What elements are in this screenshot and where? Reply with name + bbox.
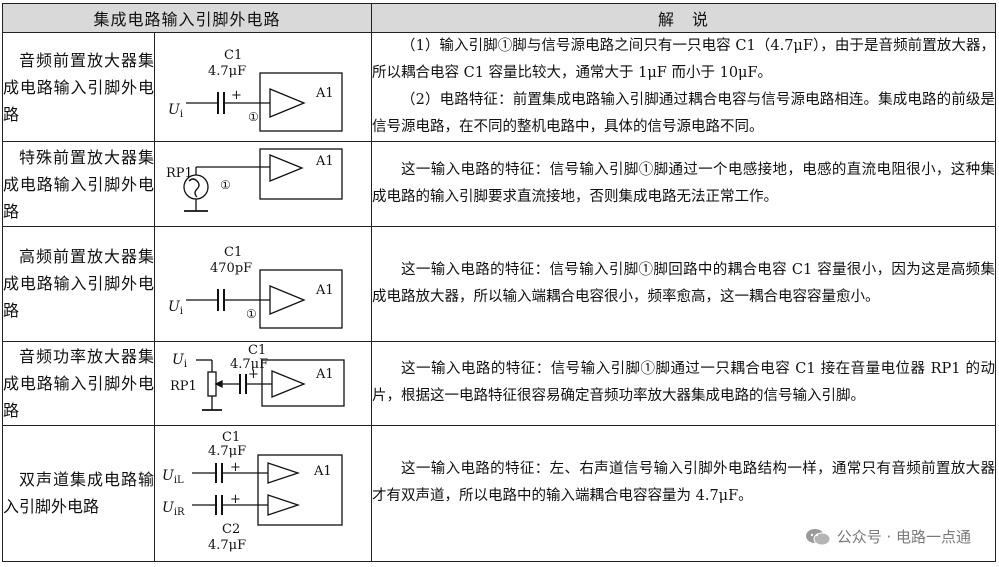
cap-label: C1 — [248, 343, 266, 358]
pin-label: ① — [248, 110, 259, 124]
table-row: 双声道集成电路输入引脚外电路 C1 4.7μF UiL + UiR + C2 4… — [2, 424, 997, 563]
cap1-value: 4.7μF — [208, 444, 246, 459]
explanation-text: （1）输入引脚①脚与信号源电路之间只有一只电容 C1（4.7μF），由于是音频前… — [372, 38, 996, 82]
cap-value: 4.7μF — [230, 357, 268, 372]
pin-label: ① — [220, 178, 231, 192]
header-row: 集成电路输入引脚外电路 解 说 — [1, 2, 997, 34]
watermark-text: 公众号 · 电路一点通 — [836, 528, 971, 546]
header-circuit: 集成电路输入引脚外电路 — [1, 2, 373, 34]
plus-sign: + — [230, 460, 241, 475]
circuit-name-text: 音频前置放大器集成电路输入引脚外电路 — [3, 50, 154, 124]
circuit-name: 音频前置放大器集成电路输入引脚外电路 — [2, 32, 155, 143]
circuit-name: 特殊前置放大器集成电路输入引脚外电路 — [2, 141, 155, 228]
explanation-cell: 这一输入电路的特征：信号输入引脚①脚通过一只耦合电容 C1 接在音量电位器 RP… — [371, 340, 997, 426]
explanation-cell: 这一输入电路的特征：信号输入引脚①脚回路中的耦合电容 C1 容量很小，因为这是高… — [371, 226, 997, 342]
cap-value: 470pF — [210, 261, 252, 276]
amp-label: A1 — [315, 86, 334, 101]
table-row: 音频功率放大器集成电路输入引脚外电路 Ui RP1 + C1 4.7μF — [2, 340, 997, 426]
circuit-name: 音频功率放大器集成电路输入引脚外电路 — [2, 340, 155, 426]
explanation-text: （2）电路特征：前置集成电路输入引脚通过耦合电容与信号源电路相连。集成电路的前级… — [372, 92, 996, 136]
input-label: Ui — [172, 352, 187, 370]
explanation-text: 这一输入电路的特征：信号输入引脚①脚回路中的耦合电容 C1 容量很小，因为这是高… — [372, 261, 996, 305]
plus-sign: + — [231, 88, 242, 103]
input-label: Ui — [168, 102, 183, 120]
cap2-label: C2 — [222, 522, 240, 537]
pin-label: ① — [246, 307, 257, 321]
watermark: 公众号 · 电路一点通 — [805, 526, 971, 547]
explanation-text: 这一输入电路的特征：信号输入引脚①脚通过一只耦合电容 C1 接在音量电位器 RP… — [372, 361, 996, 405]
amp-label: A1 — [315, 367, 334, 382]
circuit-diagram: Ui RP1 + C1 4.7μF A1 — [153, 340, 373, 426]
plus-sign: + — [230, 492, 241, 507]
cap1-label: C1 — [222, 430, 240, 445]
explanation-text: 这一输入电路的特征：信号输入引脚①脚通过一个电感接地，电感的直流电阻很小，这种集… — [372, 162, 996, 206]
cap2-value: 4.7μF — [208, 538, 246, 553]
cap-value: 4.7μF — [208, 64, 246, 79]
table-row: 高频前置放大器集成电路输入引脚外电路 C1 470pF Ui ① A1 这一输入… — [2, 226, 997, 342]
circuit-name-text: 音频功率放大器集成电路输入引脚外电路 — [3, 346, 154, 420]
circuit-name-text: 双声道集成电路输入引脚外电路 — [3, 470, 154, 517]
circuit-diagram: C1 4.7μF UiL + UiR + C2 4.7μF A1 — [153, 424, 373, 563]
plus-sign: + — [248, 367, 259, 382]
circuit-diagram: C1 470pF Ui ① A1 — [153, 226, 373, 342]
table-row: 特殊前置放大器集成电路输入引脚外电路 RP1 ① A1 这一输入电路的特征：信号… — [2, 141, 997, 228]
input-right-label: UiR — [162, 500, 185, 518]
header-explanation-text: 解 说 — [658, 10, 710, 30]
cap-label: C1 — [224, 245, 242, 260]
rp-label: RP1 — [166, 166, 193, 181]
explanation-cell: （1）输入引脚①脚与信号源电路之间只有一只电容 C1（4.7μF），由于是音频前… — [371, 32, 997, 143]
circuit-name: 高频前置放大器集成电路输入引脚外电路 — [2, 226, 155, 342]
table-row: 音频前置放大器集成电路输入引脚外电路 Ui + C1 4.7μF ① A1 （1… — [2, 32, 997, 143]
circuit-name-text: 特殊前置放大器集成电路输入引脚外电路 — [3, 147, 154, 221]
explanation-cell: 这一输入电路的特征：信号输入引脚①脚通过一个电感接地，电感的直流电阻很小，这种集… — [371, 141, 997, 228]
circuit-name: 双声道集成电路输入引脚外电路 — [2, 424, 155, 563]
cap-label: C1 — [224, 48, 242, 63]
amp-label: A1 — [313, 464, 332, 479]
amp-label: A1 — [315, 154, 334, 169]
rp-label: RP1 — [170, 379, 197, 394]
circuit-diagram: RP1 ① A1 — [153, 141, 373, 228]
circuit-name-text: 高频前置放大器集成电路输入引脚外电路 — [3, 247, 154, 321]
header-explanation: 解 说 — [371, 2, 997, 34]
circuit-diagram: Ui + C1 4.7μF ① A1 — [153, 32, 373, 143]
wechat-icon — [805, 528, 831, 545]
input-label: Ui — [168, 299, 183, 317]
amp-label: A1 — [315, 283, 334, 298]
explanation-text: 这一输入电路的特征：左、右声道信号输入引脚外电路结构一样，通常只有音频前置放大器… — [372, 461, 996, 505]
explanation-cell: 这一输入电路的特征：左、右声道信号输入引脚外电路结构一样，通常只有音频前置放大器… — [371, 424, 997, 563]
input-left-label: UiL — [162, 468, 184, 486]
